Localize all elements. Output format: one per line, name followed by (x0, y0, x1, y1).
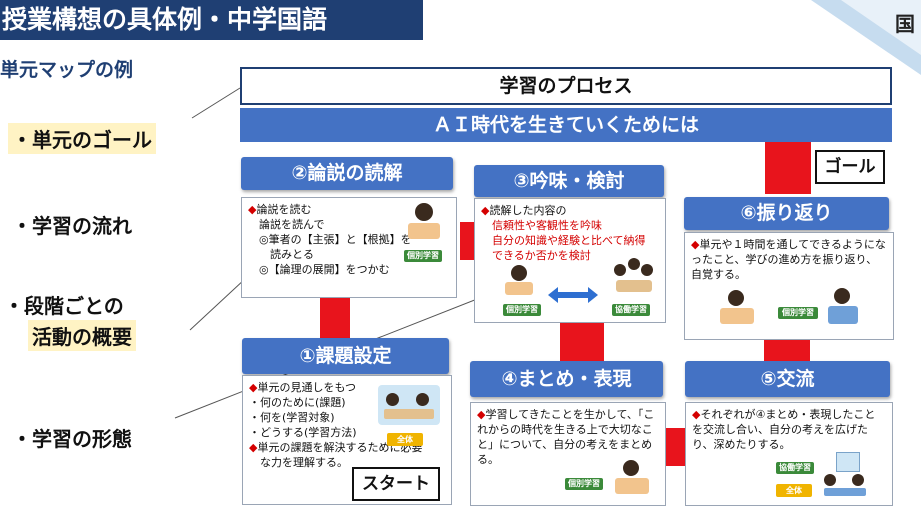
step3-line: ◆読解した内容の (481, 204, 567, 217)
step2-heading: ②論説の読解 (241, 157, 453, 190)
class-discussion-illustration (378, 385, 440, 425)
bullet-marker-icon: ◆ (248, 203, 257, 216)
student-reading-illustration (408, 203, 440, 241)
label-overview-line2: 活動の概要 (28, 320, 136, 351)
bullet-marker-icon: ◆ (692, 408, 701, 421)
connector-2-3 (460, 222, 476, 260)
label-unit-goal: ・単元のゴール (8, 123, 156, 154)
step2-body: ◆論説を読む 論説を読んで ◎筆者の【主張】と【根拠】を 読みとる ◎【論理の展… (241, 197, 457, 298)
label-learning-flow: ・学習の流れ (12, 214, 132, 238)
connector-3-4 (560, 323, 604, 361)
subject-label: 国 (895, 12, 915, 36)
step4-heading: ④まとめ・表現 (470, 361, 663, 397)
step3-body: ◆読解した内容の 信頼性や客観性を吟味 自分の知識や経験と比べて納得 できるか否… (474, 198, 666, 323)
presentation-illustration (822, 452, 870, 498)
connector-1-2 (320, 298, 350, 340)
process-title: 学習のプロセス (240, 67, 892, 105)
step2-line: ◎【論理の展開】をつかむ (248, 263, 390, 276)
step1-line: ◆単元の見通しをもつ (249, 381, 357, 394)
section-subtitle: 単元マップの例 (0, 59, 134, 81)
step4-tag-individual: 個別学習 (565, 478, 603, 490)
step6-body: ◆単元や１時間を通してできるようになったこと、学びの進め方を振り返り、自覚する。 (684, 232, 894, 340)
page-title: 授業構想の具体例・中学国語 (0, 0, 423, 40)
step1-line: ・何のために(課題) (249, 396, 346, 409)
bullet-marker-icon: ◆ (249, 381, 258, 394)
start-badge: スタート (352, 467, 440, 501)
exchange-arrow-icon (548, 287, 598, 303)
step6-heading: ⑥振り返り (684, 197, 889, 230)
bullet-marker-icon: ◆ (249, 441, 258, 454)
step2-line: ◆論説を読む (248, 203, 312, 216)
step1-line: ・何を(学習対象) (249, 411, 335, 424)
student-writing-illustration (615, 460, 649, 498)
connector-goal (765, 142, 811, 194)
step3-line-highlight: 信頼性や客観性を吟味 (481, 219, 602, 232)
step5-tag-whole-class: 全体 (776, 484, 812, 497)
step2-line: 読みとる (248, 248, 314, 261)
step3-line-highlight: できるか否かを検討 (481, 249, 591, 262)
step3-tag-collaborative: 協働学習 (612, 304, 650, 316)
connector-4-5 (665, 428, 687, 466)
step2-line: 論説を読んで (248, 218, 325, 231)
step5-heading: ⑤交流 (685, 361, 890, 397)
connector-5-6 (764, 340, 810, 362)
goal-badge: ゴール (815, 150, 885, 184)
label-learning-form: ・学習の形態 (12, 427, 132, 451)
step3-tag-individual: 個別学習 (503, 304, 541, 316)
ai-era-banner: ＡＩ時代を生きていくためには (240, 108, 892, 142)
step1-heading: ①課題設定 (242, 338, 449, 374)
student-thinking-illustration (828, 288, 858, 328)
step3-line-highlight: 自分の知識や経験と比べて納得 (481, 234, 646, 247)
step3-heading: ③吟味・検討 (474, 165, 664, 197)
step4-text: ◆学習してきたことを生かして、「これからの時代を生きる上で大切なこと」について、… (477, 408, 655, 466)
step6-tag-individual: 個別学習 (778, 307, 818, 319)
step2-tag-individual: 個別学習 (404, 250, 442, 262)
bullet-marker-icon: ◆ (481, 204, 490, 217)
label-overview-line1: ・段階ごとの (4, 294, 124, 318)
step2-line: ◎筆者の【主張】と【根拠】を (248, 233, 412, 246)
bullet-marker-icon: ◆ (477, 408, 486, 421)
bullet-marker-icon: ◆ (691, 238, 700, 251)
corner-decoration (811, 0, 921, 75)
student-writing-illustration (720, 290, 754, 328)
step6-text: ◆単元や１時間を通してできるようになったこと、学びの進め方を振り返り、自覚する。 (691, 238, 886, 281)
student-illustration (505, 265, 533, 297)
step5-tag-collaborative: 協働学習 (776, 462, 814, 474)
group-students-illustration (612, 258, 654, 296)
step1-line: ◆単元の課題を解決するために必要 (249, 441, 423, 454)
step5-text: ◆それぞれが④まとめ・表現したことを交流し合い、自分の考えを広げたり、深めたりす… (692, 408, 876, 451)
step1-line: な力を理解する。 (249, 456, 348, 469)
step1-line: ・どうする(学習方法) (249, 426, 357, 439)
step1-tag-whole-class: 全体 (387, 433, 423, 446)
